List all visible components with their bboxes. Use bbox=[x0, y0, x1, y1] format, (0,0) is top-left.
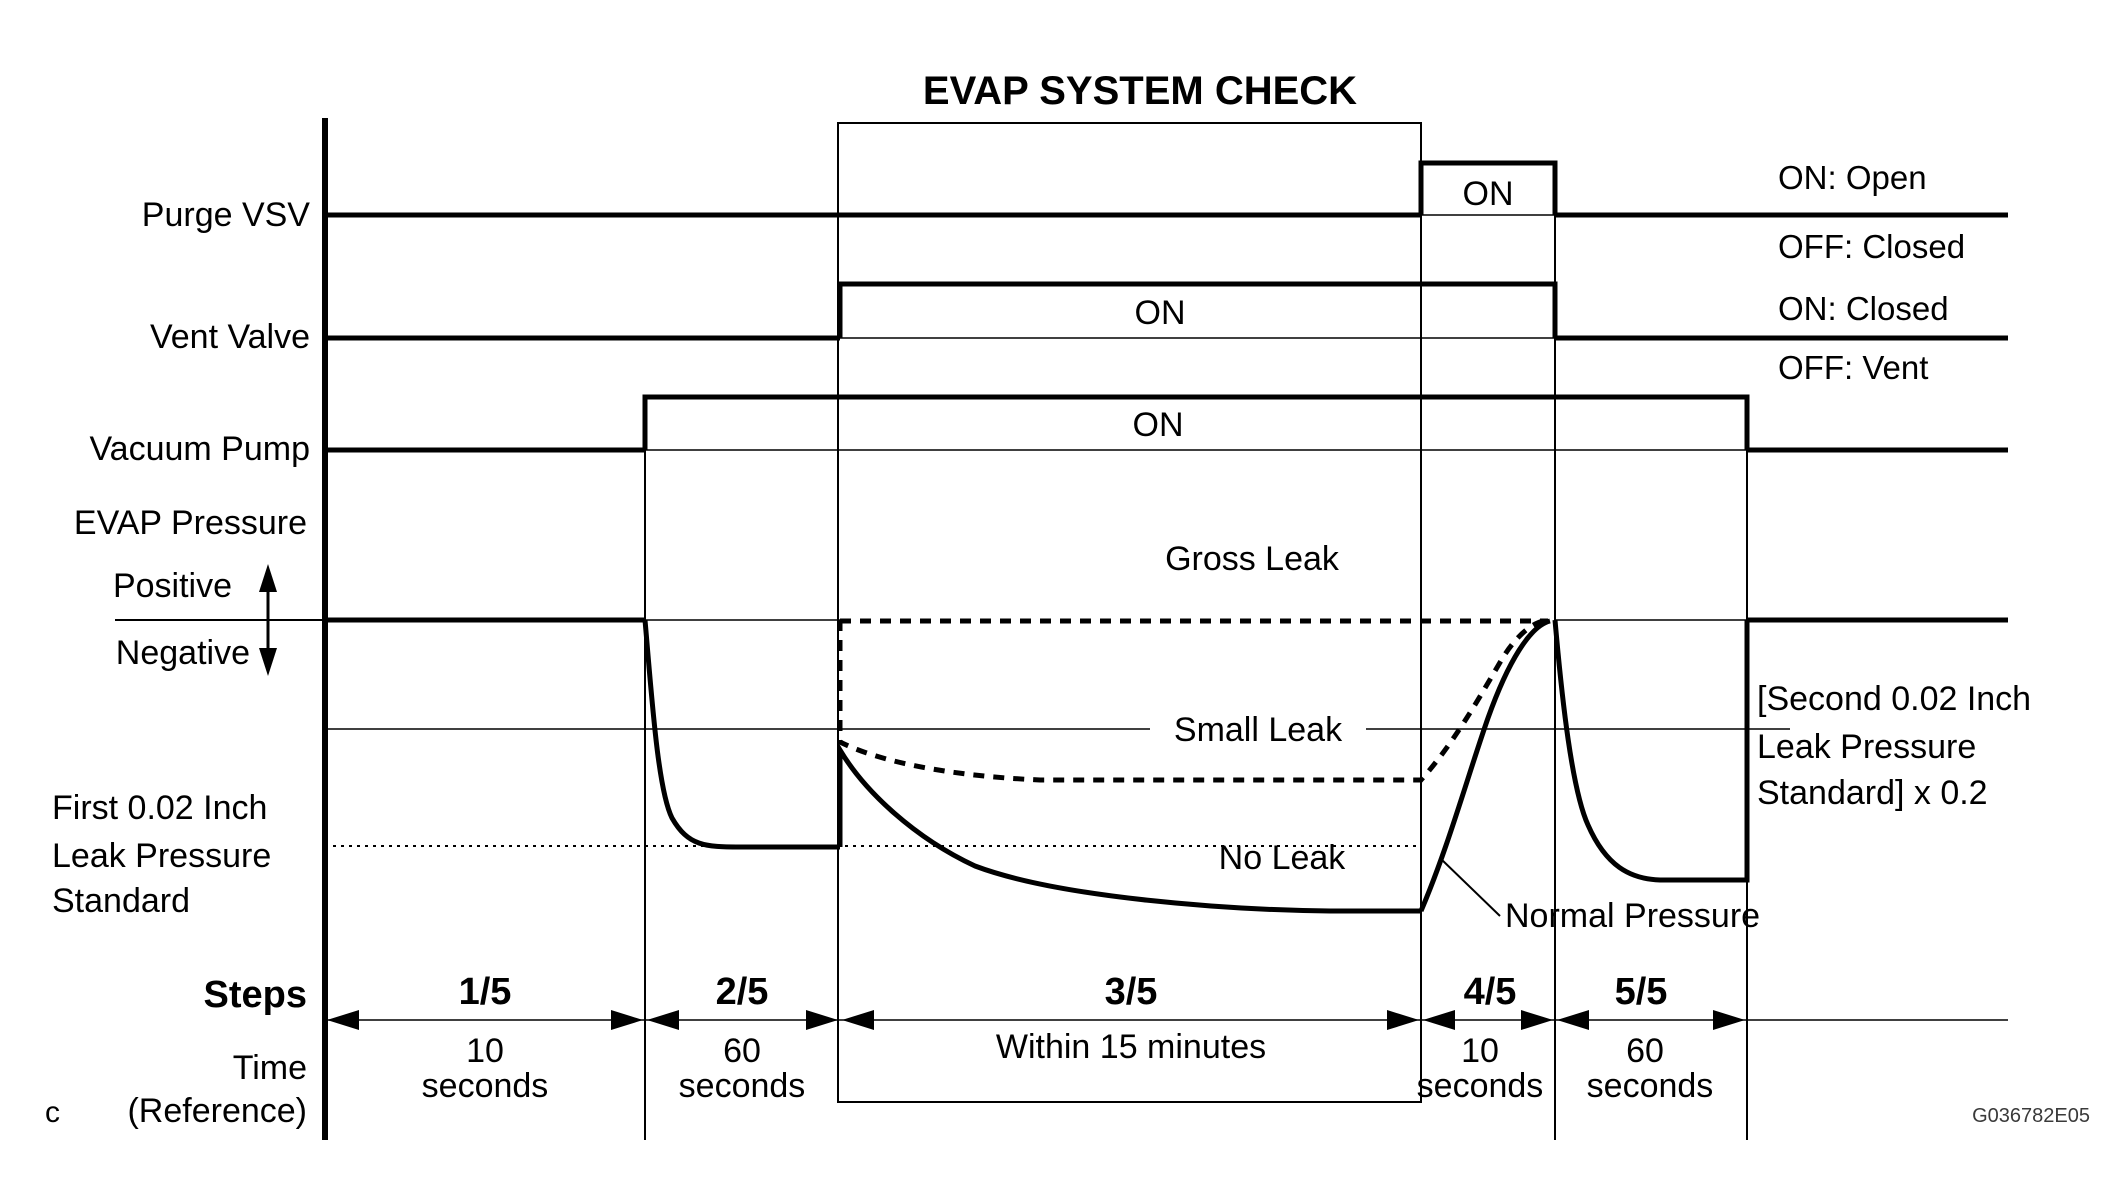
step5-label: 5/5 bbox=[1615, 971, 1668, 1013]
step1-right-arrow-icon bbox=[611, 1010, 643, 1030]
step1-left-arrow-icon bbox=[327, 1010, 359, 1030]
step2-right-arrow-icon bbox=[806, 1010, 838, 1030]
step5-left-arrow-icon bbox=[1557, 1010, 1589, 1030]
diagram-labels: EVAP SYSTEM CHECK Purge VSV Vent Valve V… bbox=[45, 69, 2090, 1130]
step3-label: 3/5 bbox=[1105, 971, 1158, 1013]
step2-duration-line1: 60 bbox=[723, 1032, 761, 1070]
pump-on-pulse bbox=[642, 394, 1750, 450]
step4-label: 4/5 bbox=[1464, 971, 1517, 1013]
time-row-label: Time bbox=[233, 1049, 307, 1087]
first-standard-label-line2: Leak Pressure bbox=[52, 837, 271, 875]
vent-valve-row-label: Vent Valve bbox=[150, 318, 310, 356]
purge-vsv-row-label: Purge VSV bbox=[142, 196, 311, 234]
step4-right-arrow-icon bbox=[1521, 1010, 1553, 1030]
positive-label: Positive bbox=[113, 567, 232, 605]
gross-leak-label: Gross Leak bbox=[1165, 540, 1340, 578]
step4-duration-line1: 10 bbox=[1461, 1032, 1499, 1070]
pressure-direction-arrow bbox=[259, 564, 277, 676]
figure-code: G036782E05 bbox=[1972, 1105, 2090, 1127]
steps-dimension-arrows bbox=[325, 1010, 2008, 1030]
no-leak-curve bbox=[837, 740, 1421, 914]
normal-pressure-label: Normal Pressure bbox=[1505, 897, 1760, 935]
steps-row-label: Steps bbox=[204, 974, 307, 1016]
vacuum-pump-row-label: Vacuum Pump bbox=[90, 430, 310, 468]
down-arrow-icon bbox=[259, 648, 277, 676]
step1-duration-line2: seconds bbox=[422, 1067, 549, 1105]
vent-legend-off: OFF: Vent bbox=[1778, 349, 1928, 386]
second-standard-label-line3: Standard] x 0.2 bbox=[1757, 774, 1988, 812]
step2-label: 2/5 bbox=[716, 971, 769, 1013]
vent-valve-trace bbox=[325, 281, 2008, 341]
corner-mark: c bbox=[45, 1096, 60, 1129]
normal-pressure-rise-curve bbox=[1418, 618, 1551, 912]
pressure-reference-lines bbox=[115, 617, 2008, 847]
step3-outline-box bbox=[837, 122, 1422, 1103]
second-standard-label-line2: Leak Pressure bbox=[1757, 728, 1976, 766]
evap-pressure-axis-label: EVAP Pressure bbox=[74, 504, 307, 542]
vent-on-label: ON bbox=[1135, 294, 1186, 332]
vent-legend-on: ON: Closed bbox=[1778, 290, 1949, 327]
small-leak-label: Small Leak bbox=[1174, 711, 1343, 749]
step5-duration-line2: seconds bbox=[1587, 1067, 1714, 1105]
purge-on-pulse bbox=[1418, 160, 1558, 215]
step4-left-arrow-icon bbox=[1423, 1010, 1455, 1030]
step2-duration-line2: seconds bbox=[679, 1067, 806, 1105]
second-pulldown-curve bbox=[1552, 619, 1750, 883]
first-pulldown-curve bbox=[642, 619, 840, 850]
step1-label: 1/5 bbox=[459, 971, 512, 1013]
purge-on-label: ON bbox=[1463, 175, 1514, 213]
purge-legend-on: ON: Open bbox=[1778, 159, 1927, 196]
vent-on-pulse bbox=[837, 281, 1558, 338]
step3-right-arrow-icon bbox=[1387, 1010, 1419, 1030]
step5-duration-line1: 60 bbox=[1626, 1032, 1664, 1070]
purge-legend-off: OFF: Closed bbox=[1778, 228, 1965, 265]
second-standard-label-line1: [Second 0.02 Inch bbox=[1757, 680, 2031, 718]
normal-pressure-leader-line bbox=[1439, 857, 1501, 917]
step2-left-arrow-icon bbox=[647, 1010, 679, 1030]
diagram-frame bbox=[322, 118, 1748, 1140]
negative-label: Negative bbox=[116, 634, 250, 672]
step5-right-arrow-icon bbox=[1713, 1010, 1745, 1030]
pump-on-label: ON bbox=[1133, 406, 1184, 444]
up-arrow-icon bbox=[259, 564, 277, 592]
step1-duration-line1: 10 bbox=[466, 1032, 504, 1070]
step3-left-arrow-icon bbox=[842, 1010, 874, 1030]
vacuum-pump-trace bbox=[325, 394, 2008, 453]
step3-duration-line1: Within 15 minutes bbox=[996, 1028, 1266, 1066]
first-standard-label-line1: First 0.02 Inch bbox=[52, 789, 267, 827]
first-standard-label-line3: Standard bbox=[52, 882, 190, 920]
time-row-label-2: (Reference) bbox=[127, 1092, 307, 1130]
pressure-curves bbox=[642, 618, 1750, 917]
no-leak-label: No Leak bbox=[1219, 839, 1347, 877]
page-title: EVAP SYSTEM CHECK bbox=[923, 69, 1357, 113]
purge-vsv-trace bbox=[325, 160, 2008, 218]
small-leak-dashed-trace bbox=[837, 618, 1545, 783]
step4-duration-line2: seconds bbox=[1417, 1067, 1544, 1105]
